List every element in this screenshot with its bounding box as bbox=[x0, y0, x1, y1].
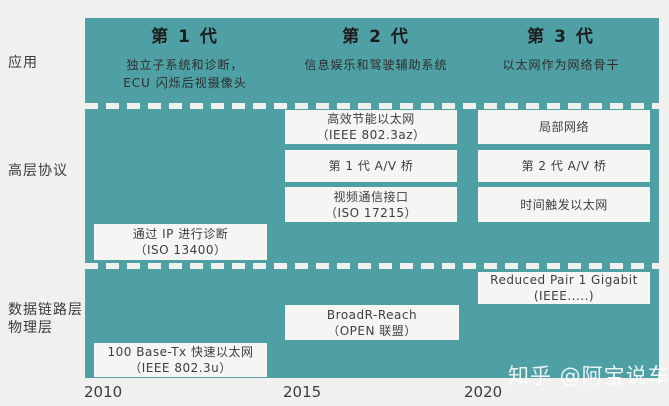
box-reduced-pair-gigabit: Reduced Pair 1 Gigabit (IEEE.....) bbox=[478, 272, 650, 304]
box-gen2-av-bridge-line1: 第 2 代 A/V 桥 bbox=[521, 159, 607, 173]
divider-protocol-physical bbox=[85, 263, 659, 269]
box-energy-efficient-ethernet-line2: （IEEE 802.3az） bbox=[316, 128, 426, 142]
box-ip-diagnostics-line1: 通过 IP 进行诊断 bbox=[132, 227, 229, 241]
box-100base-tx-line1: 100 Base-Tx 快速以太网 bbox=[107, 345, 254, 359]
generation-3-header: 第 3 代 以太网作为网络骨干 bbox=[470, 22, 652, 74]
divider-application-protocol bbox=[85, 103, 659, 109]
box-reduced-pair-gigabit-line2: (IEEE.....) bbox=[533, 289, 595, 303]
box-gen2-av-bridge: 第 2 代 A/V 桥 bbox=[478, 150, 650, 182]
box-video-communication-interface-line2: （ISO 17215） bbox=[324, 205, 418, 220]
box-video-communication-interface: 视频通信接口 （ISO 17215） bbox=[285, 187, 457, 222]
timeline-label-2010: 2010 bbox=[84, 383, 123, 401]
box-time-triggered-ethernet: 时间触发以太网 bbox=[478, 187, 650, 222]
generation-2-description: 信息娱乐和驾驶辅助系统 bbox=[287, 56, 465, 74]
box-ip-diagnostics: 通过 IP 进行诊断 （ISO 13400） bbox=[94, 224, 267, 260]
box-100base-tx: 100 Base-Tx 快速以太网 （IEEE 802.3u） bbox=[94, 343, 267, 377]
generation-1-description: 独立子系统和诊断， ECU 闪烁后视摄像头 bbox=[95, 56, 275, 92]
box-energy-efficient-ethernet: 高效节能以太网 （IEEE 802.3az） bbox=[285, 110, 457, 144]
generation-2-desc-line1: 信息娱乐和驾驶辅助系统 bbox=[304, 58, 448, 72]
generation-1-desc-line1: 独立子系统和诊断， bbox=[126, 58, 244, 72]
generation-1-title: 第 1 代 bbox=[151, 27, 219, 47]
box-gen1-av-bridge-line1: 第 1 代 A/V 桥 bbox=[328, 159, 414, 173]
row-label-datalink-line1: 数据链路层 bbox=[8, 302, 83, 318]
box-gen1-av-bridge: 第 1 代 A/V 桥 bbox=[285, 150, 457, 182]
timeline-label-2020: 2020 bbox=[464, 383, 503, 401]
watermark: 知乎 @阿宝说车 bbox=[508, 364, 669, 388]
box-broadr-reach: BroadR-Reach （OPEN 联盟） bbox=[285, 305, 459, 340]
box-broadr-reach-line1: BroadR-Reach bbox=[326, 307, 418, 322]
row-label-datalink-physical: 数据链路层 物理层 bbox=[8, 301, 83, 337]
generation-2-header: 第 2 代 信息娱乐和驾驶辅助系统 bbox=[287, 22, 465, 74]
generation-1-header: 第 1 代 独立子系统和诊断， ECU 闪烁后视摄像头 bbox=[95, 22, 275, 92]
box-energy-efficient-ethernet-line1: 高效节能以太网 bbox=[327, 112, 415, 126]
box-ip-diagnostics-line2: （ISO 13400） bbox=[134, 243, 227, 257]
row-label-datalink-line2: 物理层 bbox=[8, 320, 53, 336]
box-video-communication-interface-line1: 视频通信接口 bbox=[333, 189, 409, 204]
box-local-network-line1: 局部网络 bbox=[538, 120, 589, 134]
generation-3-desc-line1: 以太网作为网络骨干 bbox=[502, 58, 620, 72]
generation-1-desc-line2: ECU 闪烁后视摄像头 bbox=[123, 76, 247, 90]
generation-2-title: 第 2 代 bbox=[342, 27, 410, 47]
row-label-application: 应用 bbox=[8, 55, 38, 71]
box-reduced-pair-gigabit-line1: Reduced Pair 1 Gigabit bbox=[490, 273, 638, 287]
box-broadr-reach-line2: （OPEN 联盟） bbox=[327, 323, 417, 338]
generation-3-description: 以太网作为网络骨干 bbox=[470, 56, 652, 74]
generation-3-title: 第 3 代 bbox=[527, 27, 595, 47]
box-local-network: 局部网络 bbox=[478, 110, 650, 144]
timeline-label-2015: 2015 bbox=[283, 383, 322, 401]
box-100base-tx-line2: （IEEE 802.3u） bbox=[129, 361, 232, 375]
box-time-triggered-ethernet-line1: 时间触发以太网 bbox=[520, 197, 608, 212]
row-label-high-protocol: 高层协议 bbox=[8, 163, 68, 179]
